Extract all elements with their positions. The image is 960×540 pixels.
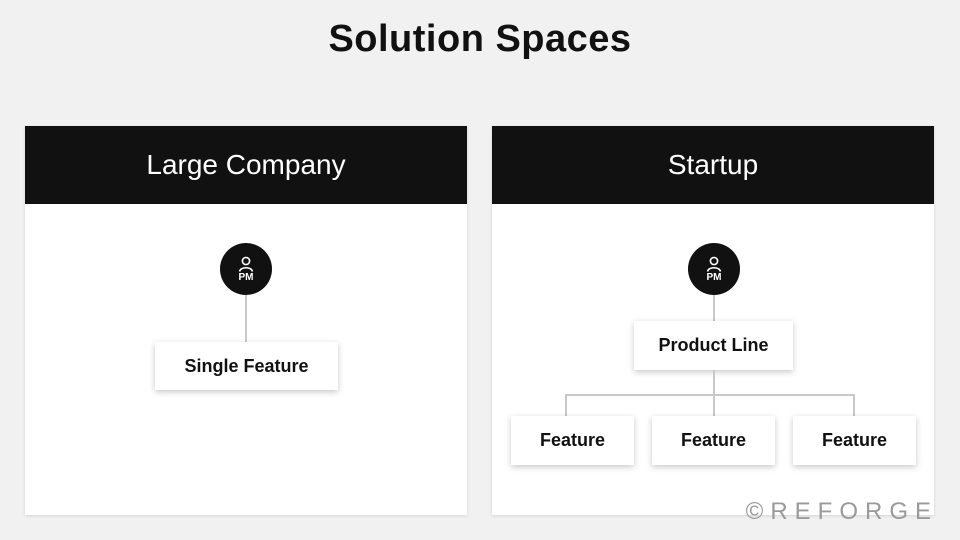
pm-node: PM [688, 243, 740, 295]
user-icon [238, 256, 254, 272]
page-title: Solution Spaces [328, 18, 632, 60]
user-icon [706, 256, 722, 272]
panel-header: Startup [492, 126, 934, 204]
connector-line [713, 295, 715, 321]
connector-line [245, 295, 247, 342]
feature-box: Feature [793, 416, 916, 465]
copyright-watermark: ©REFORGE [745, 498, 938, 525]
pm-label: PM [238, 271, 254, 283]
panel-header: Large Company [25, 126, 467, 204]
connector-line [713, 370, 715, 416]
connector-line [565, 394, 855, 396]
startup-panel: Startup PM Product Line Feature Feature … [492, 126, 934, 515]
pm-node: PM [220, 243, 272, 295]
connector-line [565, 394, 567, 416]
connector-line [853, 394, 855, 416]
product-line-box: Product Line [634, 321, 793, 370]
large-company-panel: Large Company PM Single Feature [25, 126, 467, 515]
feature-box: Feature [652, 416, 775, 465]
single-feature-box: Single Feature [155, 342, 338, 390]
feature-box: Feature [511, 416, 634, 465]
pm-label: PM [706, 271, 722, 283]
